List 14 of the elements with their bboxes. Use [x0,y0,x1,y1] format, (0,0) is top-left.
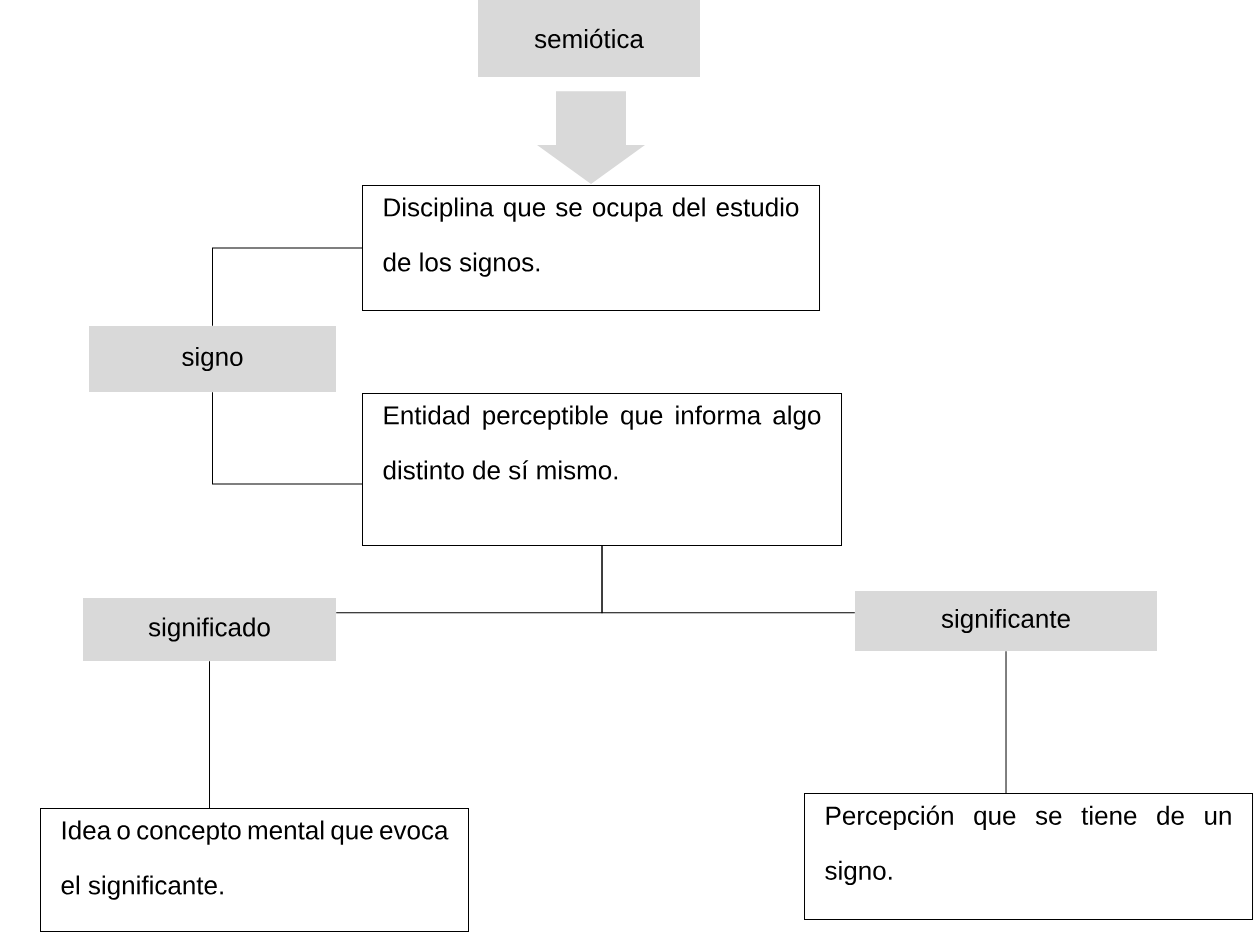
label-box: significante [855,591,1157,651]
text-box: Entidad perceptible que informa algo distinto de sí mismo. [362,393,842,546]
text-box: Percepción que se tiene de un signo. [804,793,1253,920]
block-arrow [537,91,645,184]
text-box: Disciplina que se ocupa del estudio de los signos. [362,185,820,311]
connector-line [212,247,363,327]
connector-line [209,660,210,809]
text-box: Idea o concepto mental que evoca el significante. [40,808,469,932]
connector-line [212,391,363,485]
connector-line [601,545,856,614]
label-box: signo [89,326,336,392]
label-box: semiótica [478,0,700,77]
connector-line [1005,650,1007,794]
label-box: significado [83,598,336,661]
